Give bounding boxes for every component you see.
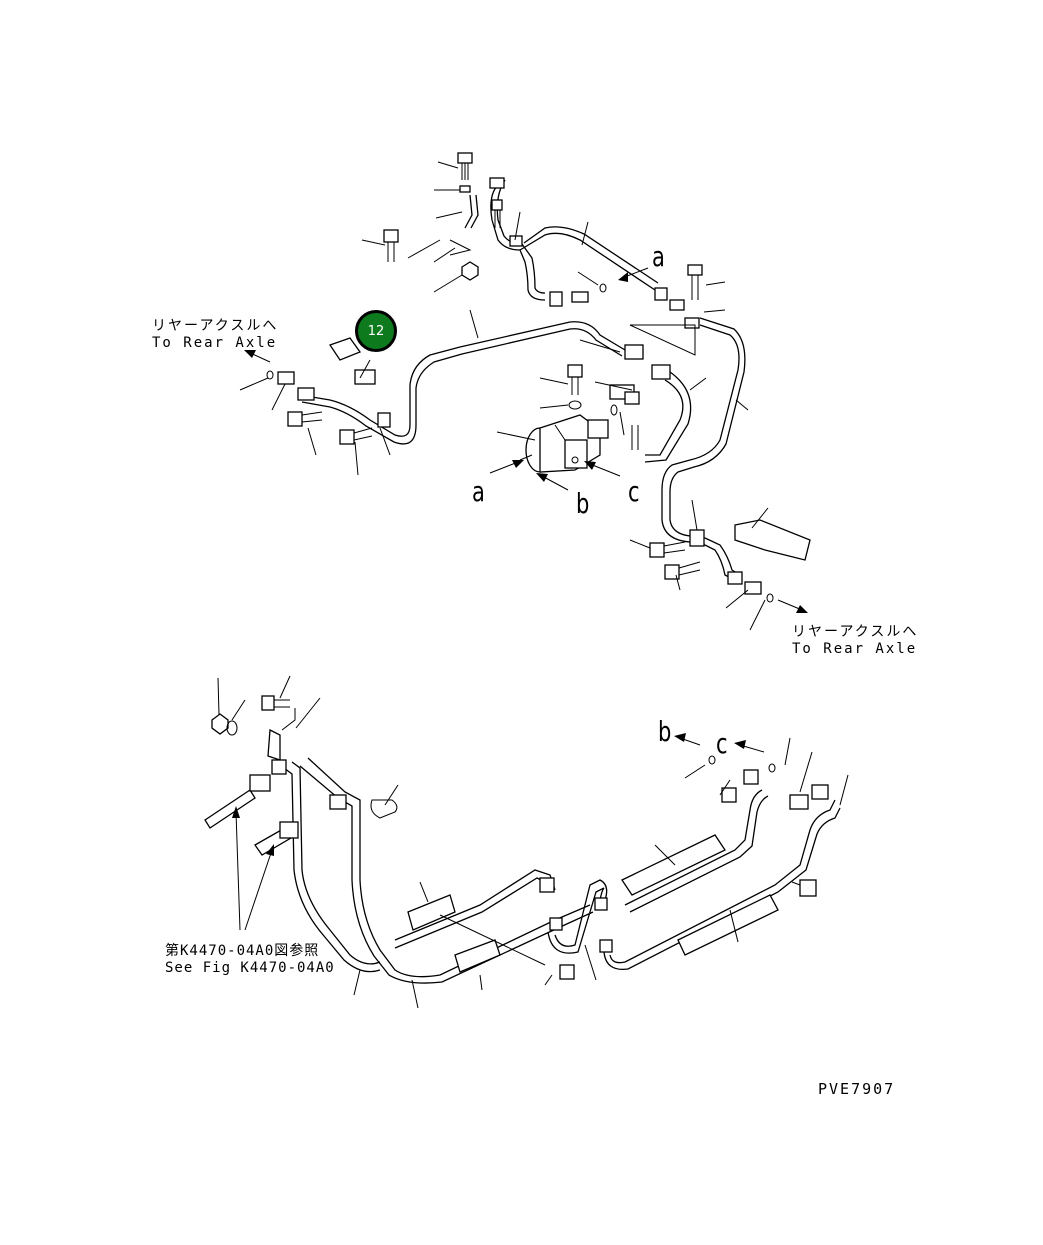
lower-tubes [283, 757, 841, 984]
rear-axle-label-top-en: To Rear Axle [152, 335, 278, 351]
upper-tube-top [464, 179, 659, 301]
see-fig-label-en: See Fig K4470-04A0 [165, 960, 335, 976]
upper-arrows [244, 267, 808, 613]
ref-letter-c-mid: c [628, 475, 640, 508]
drawing-code: PVE7907 [818, 1080, 896, 1098]
part-callout-12[interactable]: 12 [355, 310, 397, 352]
lower-leader-lines [217, 675, 849, 1009]
rear-axle-label-right-en: To Rear Axle [792, 641, 918, 657]
upper-leader-lines [239, 161, 769, 631]
lower-arrows [232, 733, 765, 931]
valve-body [519, 414, 609, 473]
lower-fittings [204, 695, 829, 986]
see-fig-label-jp: 第K4470-04A0図参照 [165, 943, 320, 959]
ref-letter-b-mid: b [576, 487, 590, 520]
upper-tube-right [644, 317, 746, 581]
rear-axle-label-top-jp: リヤーアクスルへ [152, 318, 279, 334]
ref-letter-a-left: a [472, 475, 485, 508]
ref-letter-b-lower: b [658, 715, 672, 748]
upper-right-fittings [649, 519, 811, 603]
ref-letter-a-top: a [652, 240, 665, 273]
left-fittings [266, 337, 391, 445]
upper-fittings [383, 152, 703, 450]
upper-tube-main [299, 321, 626, 445]
rear-axle-label-right-jp: リヤーアクスルへ [792, 624, 919, 640]
ref-letter-c-lower: c [716, 727, 728, 760]
